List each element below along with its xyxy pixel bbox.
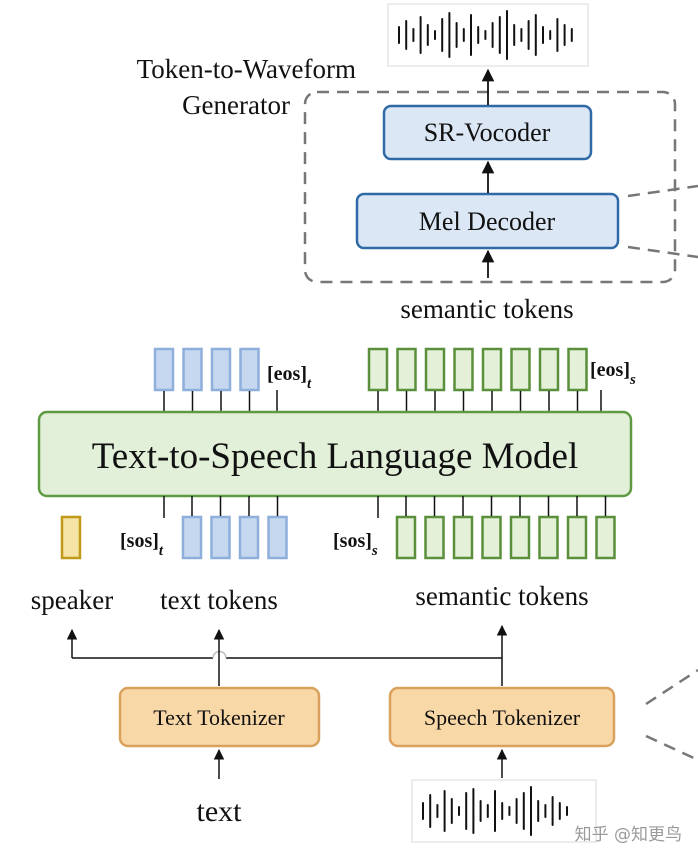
speaker-embedding <box>60 515 82 560</box>
generator-leader-top <box>627 184 698 198</box>
input-text-token <box>267 515 288 560</box>
eos-s-label: [eos]s <box>590 359 636 388</box>
output-semantic-token <box>396 347 417 392</box>
tts-language-model-block: Text-to-Speech Language Model <box>37 410 633 498</box>
output-text-token <box>153 347 175 392</box>
text-input-label: text <box>197 795 243 828</box>
output-waveform-icon <box>387 3 589 67</box>
mel-decoder-label: Mel Decoder <box>419 207 556 236</box>
watermark-text: 知乎 @知更鸟 <box>575 825 682 845</box>
lm-output-text-tokens <box>153 347 260 412</box>
routing-connector <box>66 624 508 779</box>
generator-title-line2: Generator <box>182 90 290 120</box>
input-text-token <box>210 515 231 560</box>
generator-leader-bottom <box>627 245 698 259</box>
sos-s-label: [sos]s <box>333 530 378 559</box>
input-semantic-token <box>538 515 559 560</box>
input-waveform-icon <box>411 779 597 843</box>
output-semantic-token <box>367 347 389 392</box>
speech-tokenizer-block: Speech Tokenizer <box>388 686 616 748</box>
lm-output-semantic-tokens <box>367 347 588 412</box>
sr-vocoder-label: SR-Vocoder <box>424 118 551 147</box>
input-semantic-token <box>424 515 445 560</box>
output-semantic-token <box>424 347 446 392</box>
output-text-token <box>182 347 203 392</box>
sr-vocoder-block: SR-Vocoder <box>382 104 593 161</box>
lm-title: Text-to-Speech Language Model <box>92 436 578 477</box>
input-semantic-token <box>481 515 502 560</box>
generator-dashed-box <box>303 90 677 284</box>
input-semantic-token <box>395 515 417 560</box>
tokenizer-leader-top <box>645 668 698 706</box>
input-semantic-token <box>595 515 616 560</box>
output-semantic-token <box>481 347 503 392</box>
output-semantic-token <box>567 347 588 392</box>
text-tokens-label: text tokens <box>160 585 278 615</box>
input-text-token <box>181 515 203 560</box>
output-text-token <box>239 347 260 392</box>
input-text-token <box>238 515 260 560</box>
output-semantic-token <box>510 347 531 392</box>
input-semantic-token <box>566 515 588 560</box>
input-semantic-token <box>509 515 531 560</box>
lm-input-text-tokens <box>181 496 288 560</box>
text-tokenizer-block: Text Tokenizer <box>118 686 321 748</box>
speech-tokenizer-label: Speech Tokenizer <box>424 705 581 730</box>
text-tokenizer-label: Text Tokenizer <box>153 705 285 730</box>
speaker-label: speaker <box>31 585 113 615</box>
lm-input-semantic-tokens <box>395 496 616 560</box>
sos-t-label: [sos]t <box>120 530 164 559</box>
mel-decoder-block: Mel Decoder <box>355 192 620 250</box>
output-semantic-token <box>453 347 474 392</box>
generator-title-line1: Token-to-Waveform <box>137 54 356 84</box>
tokenizer-leader-bottom <box>645 734 698 762</box>
semantic-tokens-label: semantic tokens <box>415 581 588 611</box>
output-text-token <box>210 347 232 392</box>
input-semantic-token <box>452 515 474 560</box>
eos-t-label: [eos]t <box>267 363 312 392</box>
generator-input-label: semantic tokens <box>400 294 573 324</box>
output-semantic-token <box>538 347 560 392</box>
